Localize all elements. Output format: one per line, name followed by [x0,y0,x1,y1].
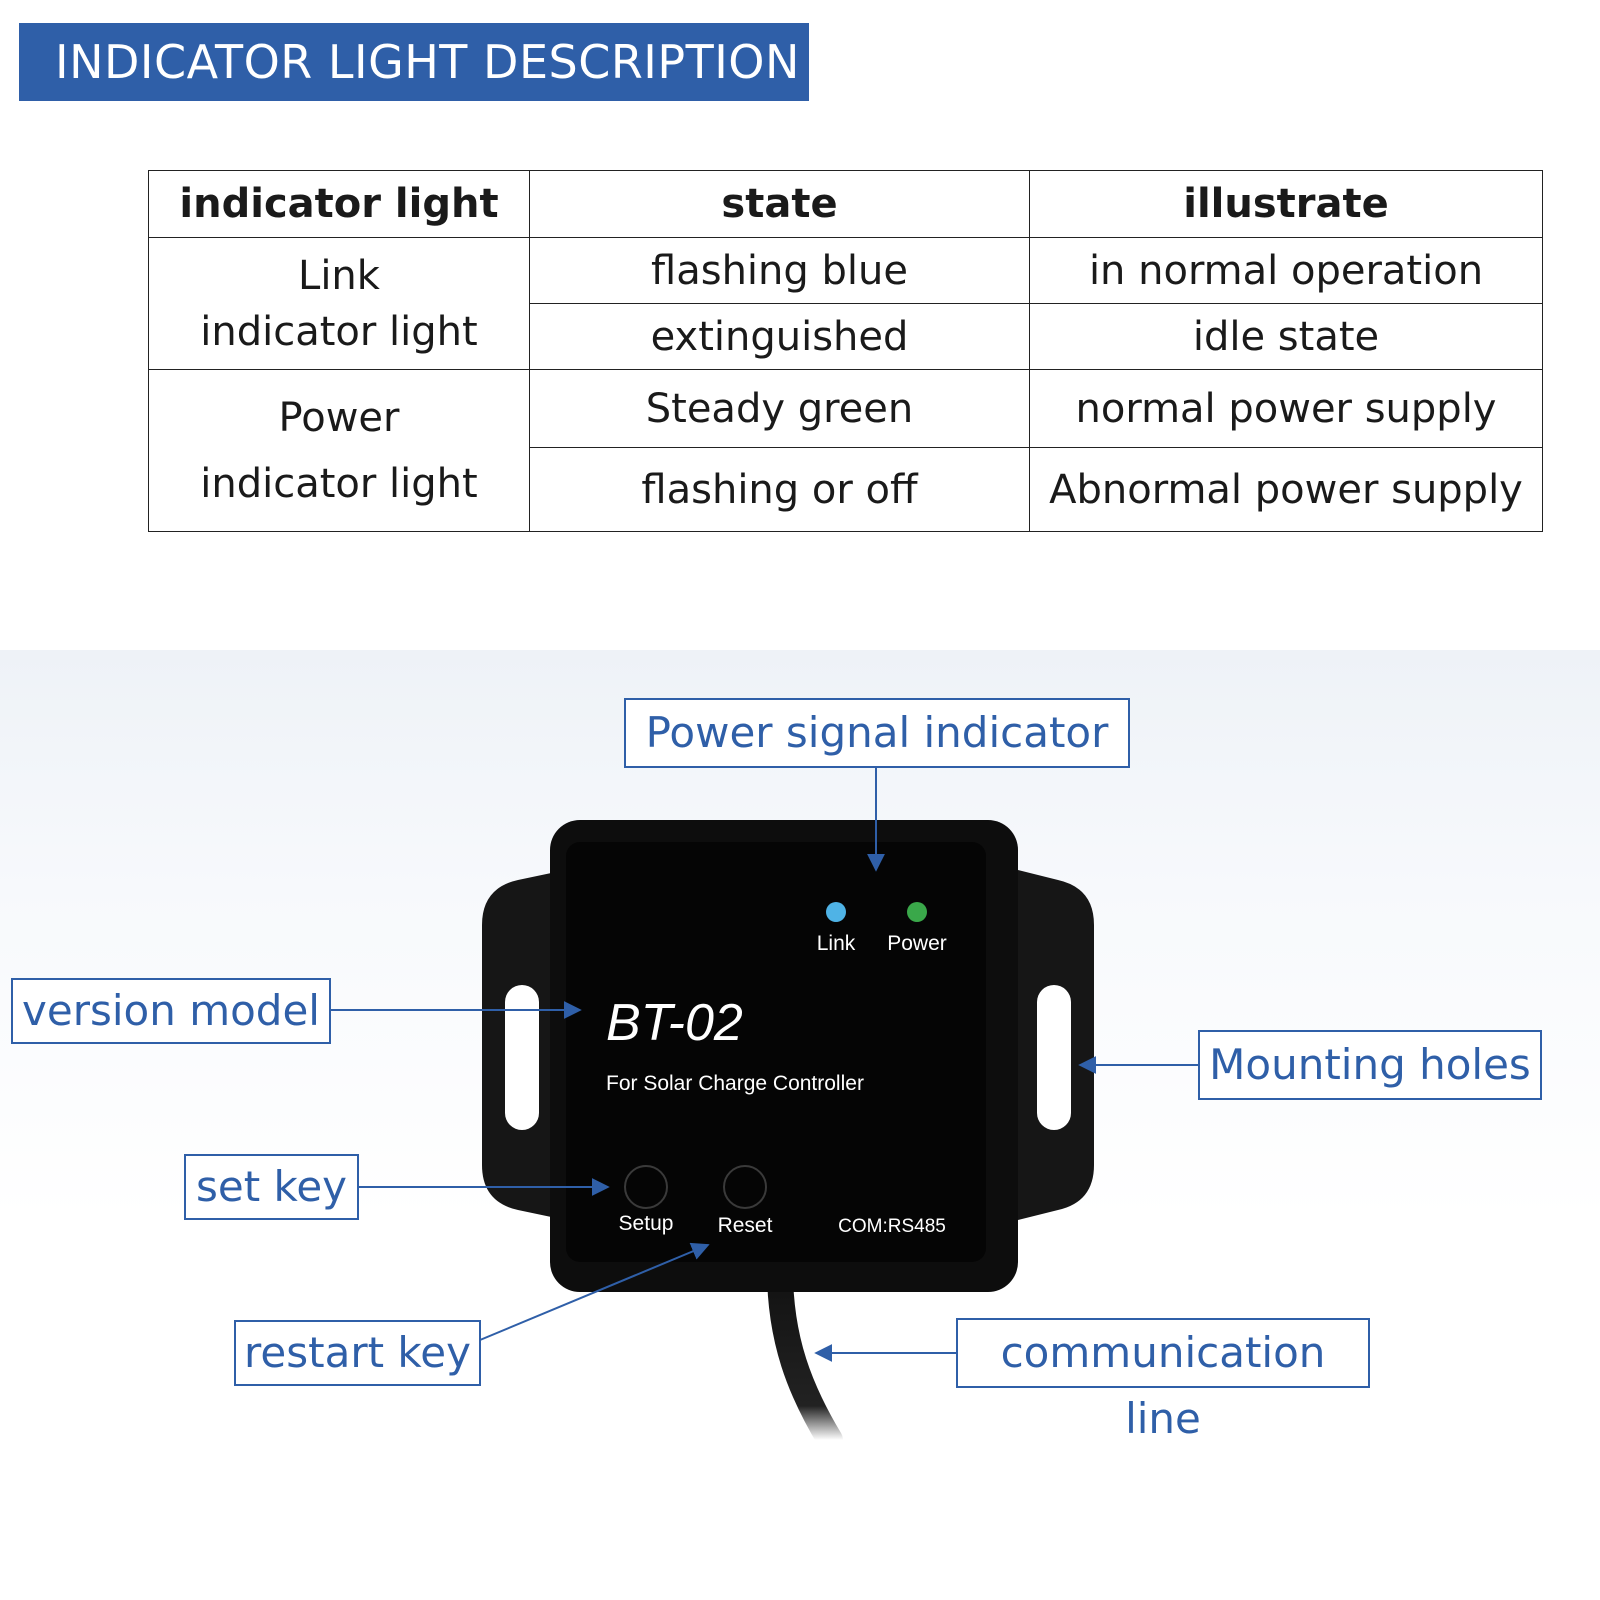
indicator-name-cell: Power indicator light [148,369,530,532]
com-port-label: COM:RS485 [838,1216,946,1237]
illustrate-cell: in normal operation [1029,237,1543,304]
state-cell: flashing or off [529,447,1030,532]
indicator-name-line: indicator light [200,308,478,355]
illustrate-cell: Abnormal power supply [1029,447,1543,532]
link-led-label: Link [817,932,856,955]
indicator-table: indicator light state illustrate Link in… [148,170,1543,532]
table-row: Link indicator light flashing blue in no… [148,237,1543,370]
power-led-icon [907,902,927,922]
table-header-row: indicator light state illustrate [148,170,1543,238]
restart-key-leader [479,1242,710,1341]
page-title: INDICATOR LIGHT DESCRIPTION [19,23,809,101]
power-led-label: Power [887,932,947,955]
device-subtitle-text: For Solar Charge Controller [606,1072,864,1095]
device-face [566,842,986,1262]
table-row: Power indicator light Steady green norma… [148,369,1543,532]
callout-power-signal: Power signal indicator [624,698,1130,768]
mounting-hole-right [1037,985,1071,1130]
reset-label: Reset [718,1214,773,1237]
column-header: state [529,170,1030,238]
callout-set-key: set key [184,1154,359,1220]
table-row: flashing or off Abnormal power supply [149,447,1543,532]
table-row: extinguished idle state [149,303,1543,370]
callout-communication-line: communication line [956,1318,1370,1443]
mounting-hole-left [505,985,539,1130]
device-model-text: BT-02 [606,994,743,1052]
state-cell: extinguished [529,303,1030,370]
link-led-icon [826,902,846,922]
column-header: indicator light [148,170,530,238]
illustrate-cell: normal power supply [1029,369,1543,448]
callout-mounting-holes: Mounting holes [1198,1030,1542,1100]
indicator-name-line: Link [298,252,380,299]
reset-button [723,1165,767,1209]
callout-restart-key: restart key [234,1320,481,1386]
indicator-name-line: indicator light [200,460,478,507]
state-cell: Steady green [529,369,1030,448]
indicator-name-line: Power [278,394,400,441]
column-header: illustrate [1029,170,1543,238]
setup-button [624,1165,668,1209]
setup-label: Setup [619,1212,674,1235]
callout-version-model: version model [11,978,331,1044]
communication-cable [767,1257,843,1453]
